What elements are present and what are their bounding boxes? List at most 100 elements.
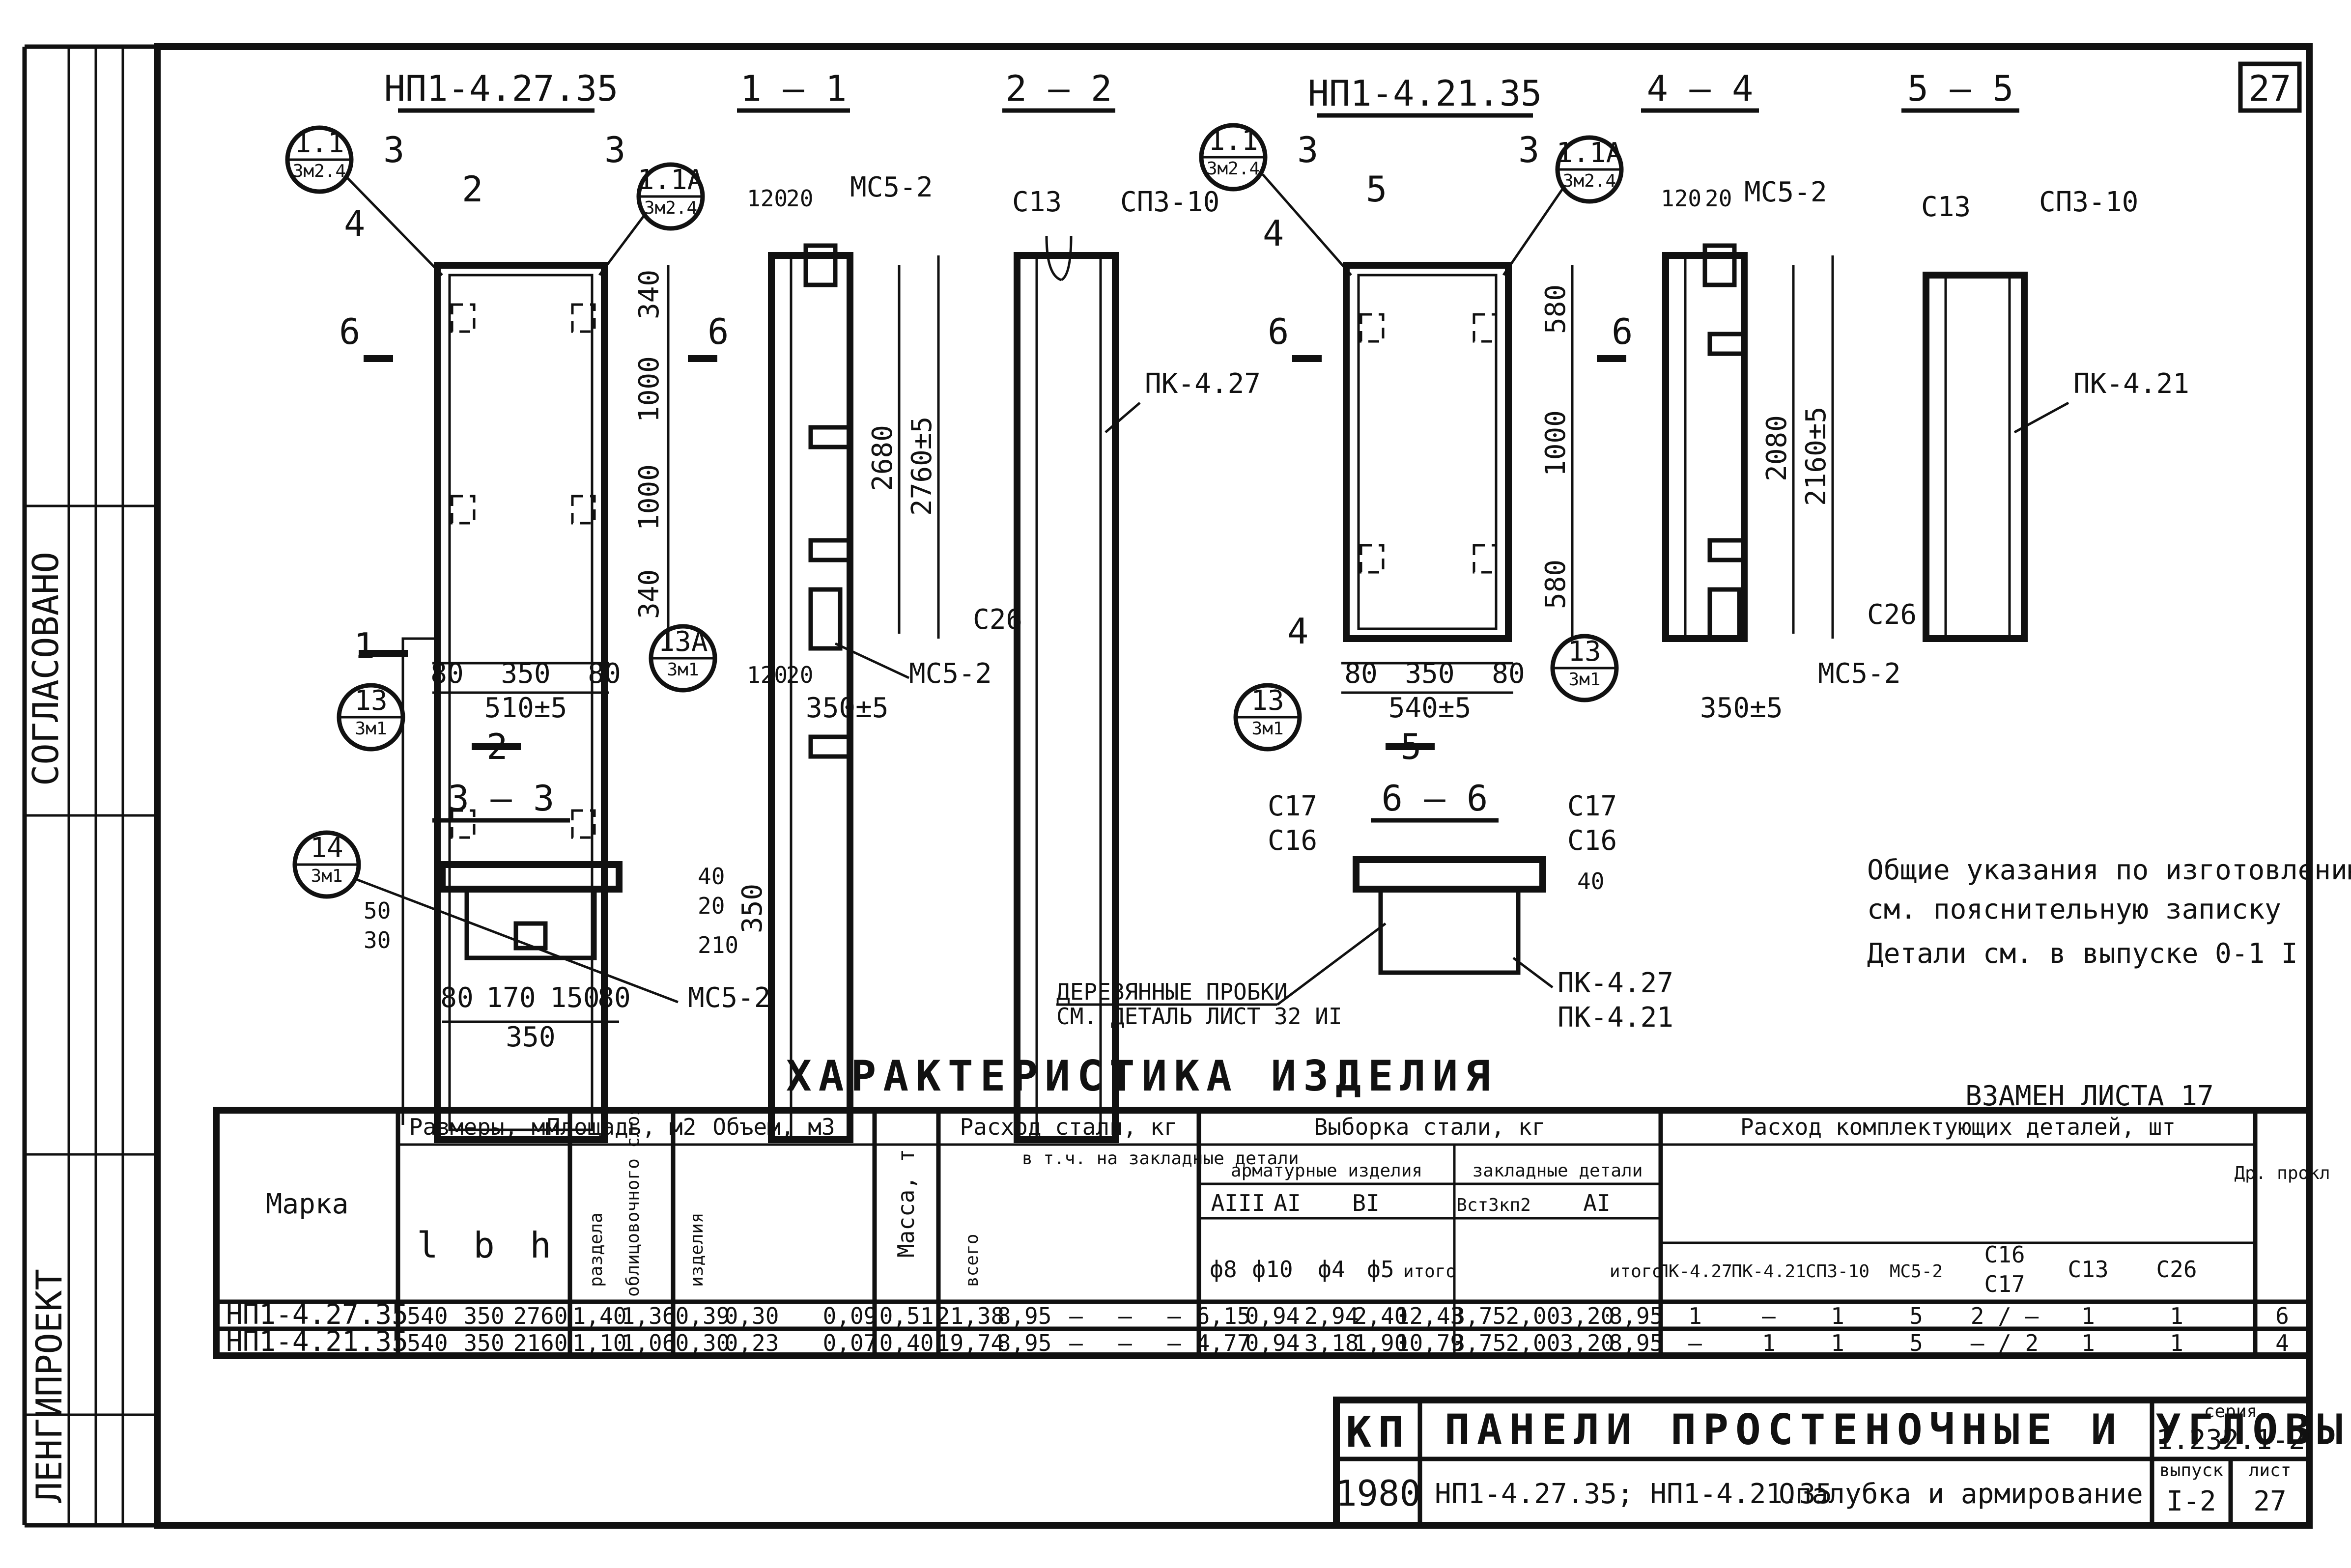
wood-note-2: СМ. ДЕТАЛЬ ЛИСТ 32 ИI: [1056, 1003, 1342, 1030]
cell-z3: 3,20: [1560, 1303, 1615, 1329]
sec-3-3-d50: 50: [364, 897, 391, 924]
th-zakl: закладные детали: [1473, 1161, 1643, 1181]
tb-issue-label: выпуск: [2159, 1460, 2223, 1481]
cell-b5: 10,79: [1396, 1330, 1464, 1356]
th-vst: Вст3кп2: [1456, 1195, 1531, 1215]
th-arm: арматурные изделия: [1231, 1161, 1422, 1181]
tb-series: 1.232.1-2: [2156, 1424, 2305, 1456]
table-row: НП1-4.21.35 540 350 2160 1,10 1,06 0,30 …: [226, 1326, 2289, 1358]
cell-b2: 0,94: [1246, 1330, 1300, 1356]
sec-6-6-c17a: С17: [1268, 790, 1317, 822]
sec-6-6-c16b: С16: [1567, 825, 1617, 857]
th-b1: ВI: [1352, 1190, 1379, 1216]
sec-6-6-pk427: ПК-4.27: [1558, 967, 1673, 999]
dim-510: 510±5: [484, 692, 567, 724]
dim-580-a: 580: [1540, 284, 1572, 334]
cell-s1: 19,74: [936, 1330, 1004, 1356]
sec-3-3-d350v: 350: [736, 884, 768, 933]
dim-1000-b: 1000: [633, 464, 665, 531]
sec-2-2-pk427: ПК-4.27: [1145, 368, 1261, 400]
th-izd: изделия: [687, 1212, 707, 1287]
sec-mark-4b: 4: [1263, 213, 1284, 254]
tb-code: КП: [1346, 1408, 1411, 1457]
th-p1: ПК-4.27: [1658, 1261, 1732, 1282]
cell-p8: 4: [2275, 1330, 2289, 1356]
callout-14-top: 14: [310, 832, 343, 864]
cell-z1: 3,75: [1452, 1303, 1506, 1329]
cell-l: 540: [407, 1330, 448, 1356]
th-a3: АIII: [1211, 1190, 1266, 1216]
sec-2-2-c13: С13: [1012, 186, 1062, 218]
sec-mark-3a: 3: [383, 129, 404, 170]
tb-name: ПАНЕЛИ ПРОСТЕНОЧНЫЕ И УГЛОВЫЕ: [1445, 1405, 2351, 1455]
dim-2080: 2080: [1761, 415, 1793, 481]
th-d8: ф8: [1210, 1256, 1237, 1283]
callout-11-bot: 3м2.4: [293, 161, 346, 181]
th-mass: Масса, т: [893, 1148, 919, 1258]
cell-v2: 0,30: [725, 1303, 779, 1329]
sec-3-3-d150: 150: [550, 982, 599, 1014]
sec-mark-4a: 4: [344, 203, 365, 244]
cell-p5: – / 2: [1971, 1330, 2039, 1356]
th-p7: С26: [2156, 1256, 2197, 1283]
sec-mark-6a: 6: [339, 311, 360, 352]
cell-z1: 3,75: [1452, 1330, 1506, 1356]
th-incl: в т.ч. на закладные детали: [1022, 1148, 1299, 1169]
callout-11-top-r: 1.1: [1208, 125, 1258, 157]
th-p5a: С16: [1984, 1241, 2025, 1268]
th-itogo: итого: [1403, 1261, 1456, 1282]
cell-p7: 1: [2170, 1303, 2183, 1329]
dim-2680: 2680: [867, 425, 899, 491]
sec-1-1-d20: 20: [786, 185, 813, 212]
cell-p1: –: [1688, 1330, 1702, 1356]
callout-14-bot: 3м1: [311, 866, 342, 886]
stamp-org: ЛЕНГИПРОЕКТ: [28, 1269, 70, 1503]
title-block: КП 1980 ПАНЕЛИ ПРОСТЕНОЧНЫЕ И УГЛОВЫЕ НП…: [1333, 1397, 2351, 1529]
table-row: НП1-4.27.35 540 350 2760 1,40 1,36 0,39 …: [226, 1299, 2289, 1331]
sec-5-5-sp310: СП3-10: [2039, 186, 2138, 218]
th-d10: ф10: [1252, 1256, 1293, 1283]
cell-p6: 1: [2081, 1303, 2095, 1329]
cell-s4: –: [1118, 1330, 1132, 1356]
cell-p5: 2 / –: [1971, 1303, 2039, 1329]
dim-80-right-a: 80: [1344, 658, 1377, 690]
th-dims: Размеры, мм: [409, 1114, 559, 1140]
sec-mark-6d: 6: [1612, 311, 1633, 352]
dim-1000-c: 1000: [1540, 410, 1572, 476]
sec-5-5-pk421: ПК-4.21: [2073, 368, 2189, 400]
sec-4-4-mcb-bot: МС5-2: [1818, 658, 1901, 690]
sec-mark-6b: 6: [708, 311, 729, 352]
tb-sheet: 27: [2253, 1485, 2286, 1517]
cell-v1: 0,39: [676, 1303, 730, 1329]
th-sample: Выборка стали, кг: [1314, 1114, 1546, 1140]
dim-2760: 2760±5: [906, 417, 938, 516]
dim-350-right: 350: [1405, 658, 1454, 690]
th-p3: СП3-10: [1806, 1261, 1869, 1282]
section-3-3: 3 — 3 80 170 150 80 350 40 20 210 350 50…: [292, 778, 771, 1053]
sec-2-2-c26: С26: [973, 604, 1022, 636]
th-p6: С13: [2068, 1256, 2108, 1283]
sec-6-6-pk421: ПК-4.21: [1558, 1002, 1673, 1034]
left-title: НП1-4.27.35: [384, 68, 619, 109]
th-d4: ф4: [1318, 1256, 1345, 1283]
sec-3-3-title: 3 — 3: [448, 778, 555, 819]
sec-mark-2a: 2: [462, 168, 483, 210]
cell-s5: –: [1167, 1330, 1181, 1356]
callout-11a-top: 1.1А: [638, 164, 704, 196]
dim-540: 540±5: [1388, 692, 1472, 724]
th-h: h: [530, 1225, 551, 1266]
cell-p6: 1: [2081, 1330, 2095, 1356]
cell-z2: 2,00: [1506, 1303, 1560, 1329]
sec-3-3-d80a: 80: [440, 982, 473, 1014]
cell-s2: 8,95: [997, 1330, 1052, 1356]
th-area: Площадь, м2: [547, 1114, 697, 1140]
th-l: l: [417, 1225, 438, 1266]
sec-3-3-d350: 350: [506, 1021, 555, 1053]
th-d5: ф5: [1367, 1256, 1394, 1283]
sec-mark-3d: 3: [1518, 129, 1539, 170]
th-total: всего: [962, 1234, 982, 1287]
th-parts: Расход комплектующих деталей, шт: [1740, 1114, 2176, 1140]
sec-1-1-title: 1 — 1: [740, 68, 847, 109]
cell-p4: 5: [1909, 1303, 1923, 1329]
sheet-number: 27: [2249, 68, 2292, 109]
